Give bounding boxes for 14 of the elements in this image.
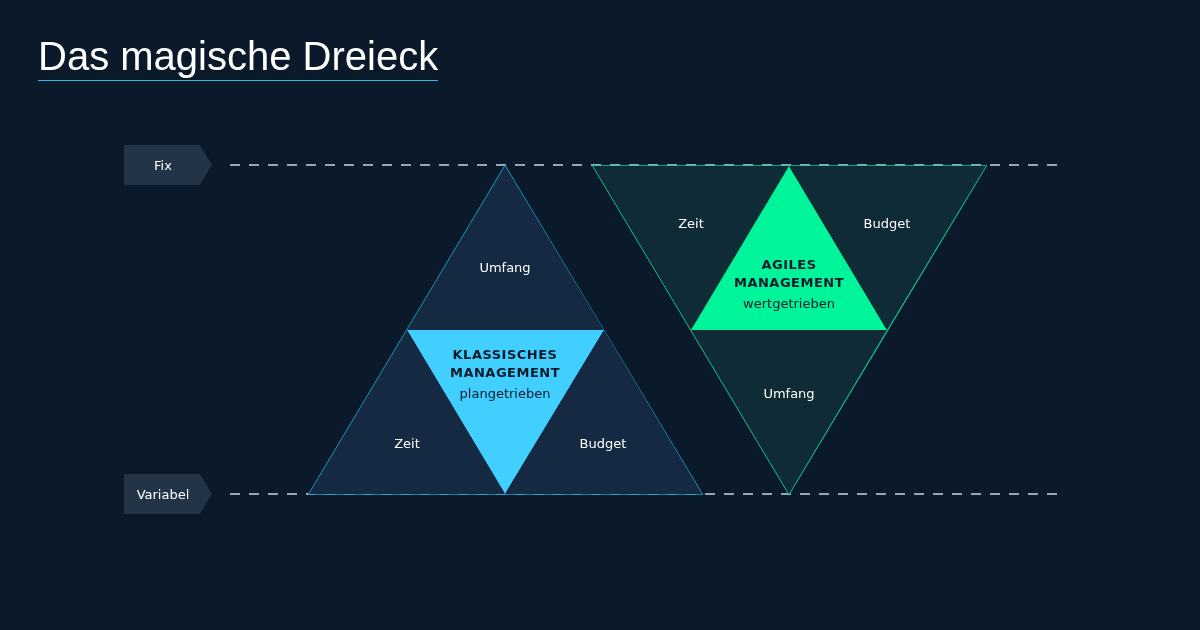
segment-label: Umfang [478, 259, 532, 277]
segment-label: Zeit [677, 215, 705, 233]
row-tag: Variabel [124, 474, 212, 514]
segment-label: Umfang [762, 385, 816, 403]
segment-label: Budget [578, 435, 628, 453]
segment-label: plangetrieben [458, 384, 552, 403]
triangle-segment [691, 330, 887, 494]
segment-label: Budget [862, 215, 912, 233]
triangle-segment [407, 166, 604, 330]
title: Das magische Dreieck [38, 34, 439, 81]
segment-label: wertgetrieben [742, 294, 836, 313]
triangle-outline [309, 166, 702, 494]
segment-label: Zeit [393, 435, 421, 453]
row-tag: Fix [124, 145, 212, 185]
